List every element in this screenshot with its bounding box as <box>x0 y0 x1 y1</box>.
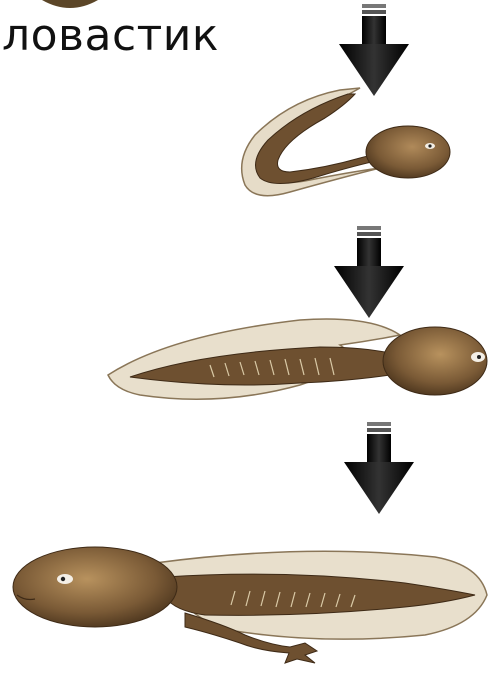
stage-label: ловастик <box>2 10 219 62</box>
tadpole-with-legs <box>5 535 490 670</box>
tailed-tadpole <box>100 305 490 420</box>
curled-tadpole <box>230 80 455 205</box>
down-arrow-icon <box>340 418 420 518</box>
